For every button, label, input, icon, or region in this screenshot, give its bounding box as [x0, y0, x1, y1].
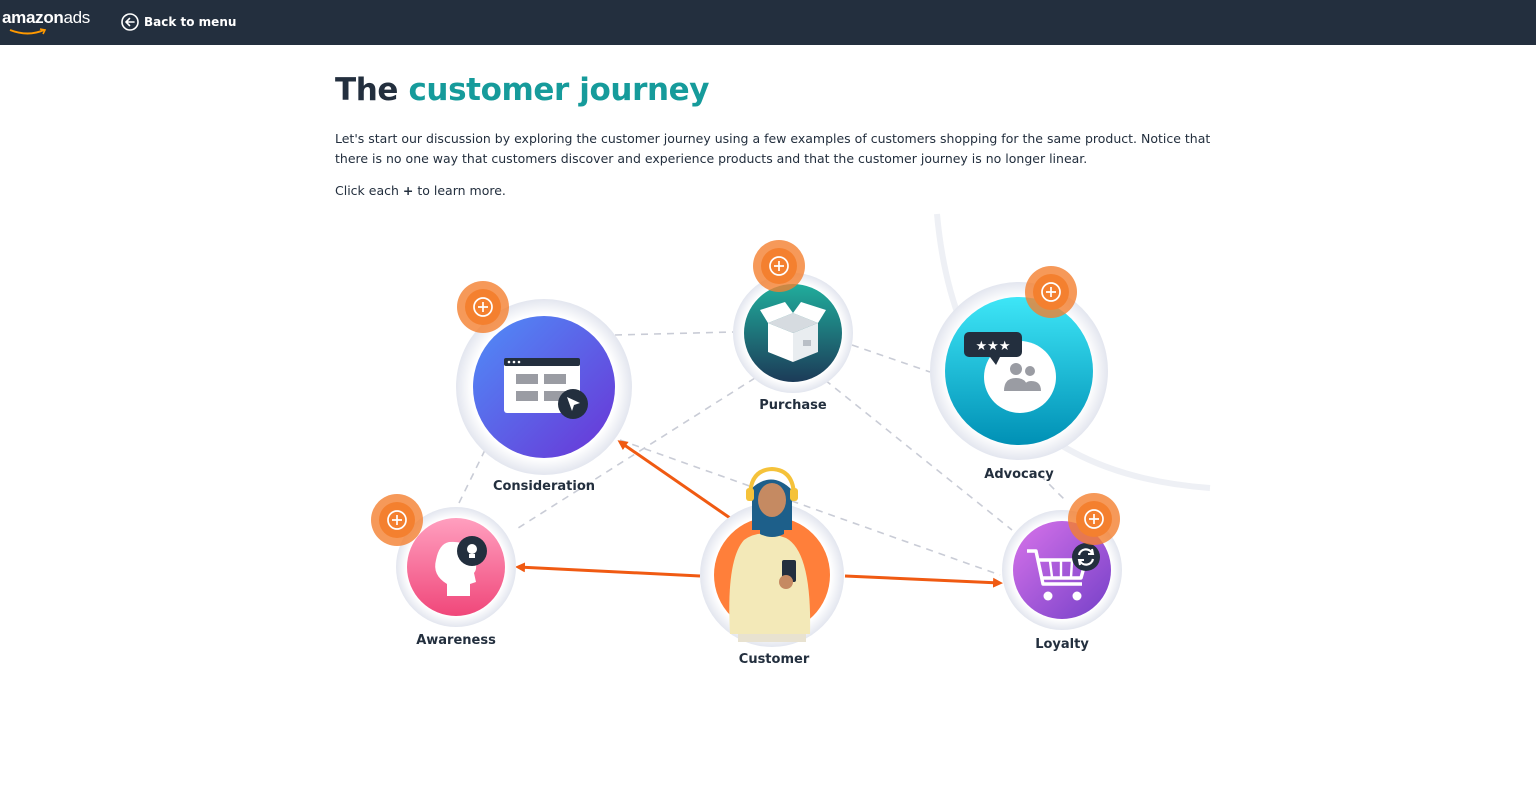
- page-title: The customer journey: [335, 72, 709, 108]
- head-lightbulb-icon: [435, 536, 487, 596]
- box-icon: [760, 302, 826, 362]
- page-title-part2: customer journey: [408, 72, 710, 108]
- plus-button-advocacy[interactable]: [1025, 266, 1077, 318]
- back-to-menu-label: Back to menu: [144, 15, 237, 29]
- node-advocacy[interactable]: ★★★: [930, 282, 1108, 460]
- plus-button-purchase[interactable]: [753, 240, 805, 292]
- label-awareness: Awareness: [416, 633, 496, 648]
- node-purchase[interactable]: [733, 273, 853, 393]
- node-consideration[interactable]: [456, 299, 632, 475]
- amazon-ads-logo[interactable]: amazonads: [2, 8, 91, 35]
- label-customer: Customer: [738, 652, 810, 667]
- logo-primary-text: amazon: [2, 8, 64, 27]
- instruction-prefix: Click each: [335, 183, 399, 198]
- arrow-to-awareness: [515, 562, 701, 578]
- review-stars-people-icon: ★★★: [964, 332, 1056, 413]
- svg-text:★★★: ★★★: [976, 339, 1011, 354]
- customer-photo: [729, 466, 811, 642]
- label-consideration: Consideration: [492, 479, 596, 494]
- node-customer[interactable]: [700, 466, 844, 647]
- page-instruction: Click each + to learn more.: [335, 181, 506, 201]
- label-purchase: Purchase: [759, 398, 827, 413]
- back-to-menu-button[interactable]: Back to menu: [121, 11, 236, 33]
- logo-secondary-text: ads: [63, 8, 91, 27]
- label-loyalty: Loyalty: [1035, 637, 1089, 652]
- cart-refresh-icon: [1027, 543, 1100, 601]
- plus-button-awareness[interactable]: [371, 494, 423, 546]
- amazon-smile-icon: [9, 28, 47, 35]
- page-description: Let's start our discussion by exploring …: [335, 131, 1211, 166]
- web-browser-cursor-icon: [504, 358, 588, 419]
- top-navigation-bar: amazonads Back to menu: [0, 0, 1536, 45]
- back-arrow-circle-icon: [121, 13, 139, 31]
- arrow-to-consideration: [617, 440, 731, 520]
- instruction-suffix: to learn more.: [417, 183, 506, 198]
- page-title-part1: The: [335, 72, 399, 108]
- label-advocacy: Advocacy: [984, 467, 1054, 482]
- plus-button-consideration[interactable]: [457, 281, 509, 333]
- arrow-to-loyalty: [844, 574, 1003, 588]
- plus-button-loyalty[interactable]: [1068, 493, 1120, 545]
- node-awareness[interactable]: [396, 507, 516, 627]
- instruction-plus: +: [402, 183, 414, 198]
